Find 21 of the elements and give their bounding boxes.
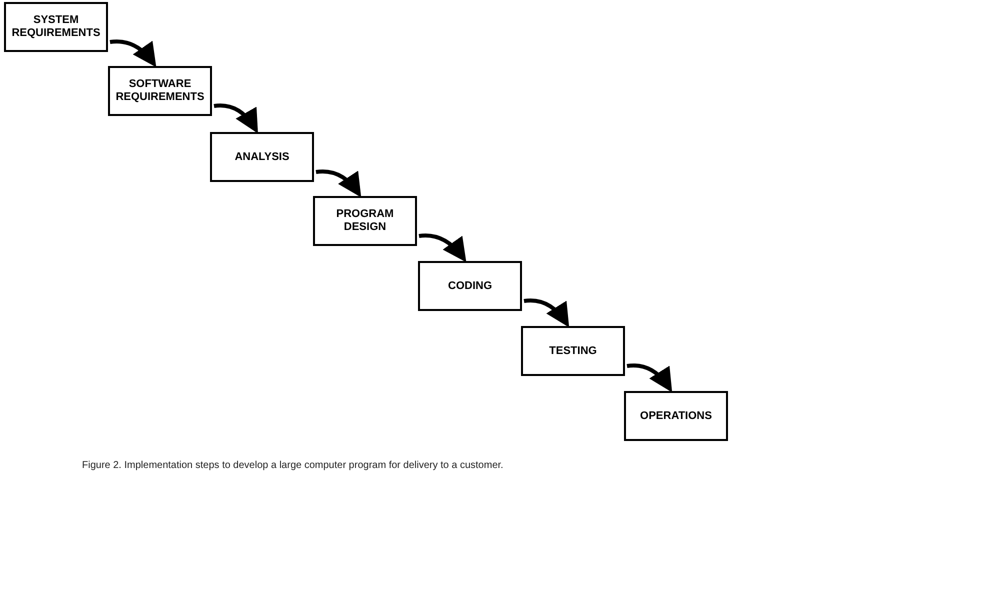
process-box bbox=[4, 2, 108, 52]
process-box bbox=[313, 196, 417, 246]
step-label: OPERATIONS bbox=[640, 410, 712, 422]
curved-arrow bbox=[110, 40, 156, 68]
curved-arrow bbox=[418, 234, 466, 262]
step-label: PROGRAM DESIGN bbox=[335, 208, 395, 234]
figure-caption: Figure 2. Implementation steps to develop a large computer program for delivery to a customer. bbox=[82, 459, 504, 473]
curved-arrow bbox=[214, 104, 258, 134]
curved-arrow bbox=[626, 364, 672, 392]
step-label: SYSTEM REQUIREMENTS bbox=[10, 14, 102, 40]
process-box bbox=[418, 261, 522, 311]
step-label: TESTING bbox=[549, 344, 597, 358]
step-label: ANALYSIS bbox=[234, 150, 290, 164]
curved-arrow bbox=[316, 170, 362, 198]
step-label: CODING bbox=[448, 280, 492, 292]
process-box bbox=[210, 132, 314, 182]
process-box bbox=[108, 66, 212, 116]
curved-arrow bbox=[524, 298, 570, 328]
process-box bbox=[624, 391, 728, 441]
process-box bbox=[521, 326, 625, 376]
step-label: SOFTWARE REQUIREMENTS bbox=[114, 78, 206, 104]
